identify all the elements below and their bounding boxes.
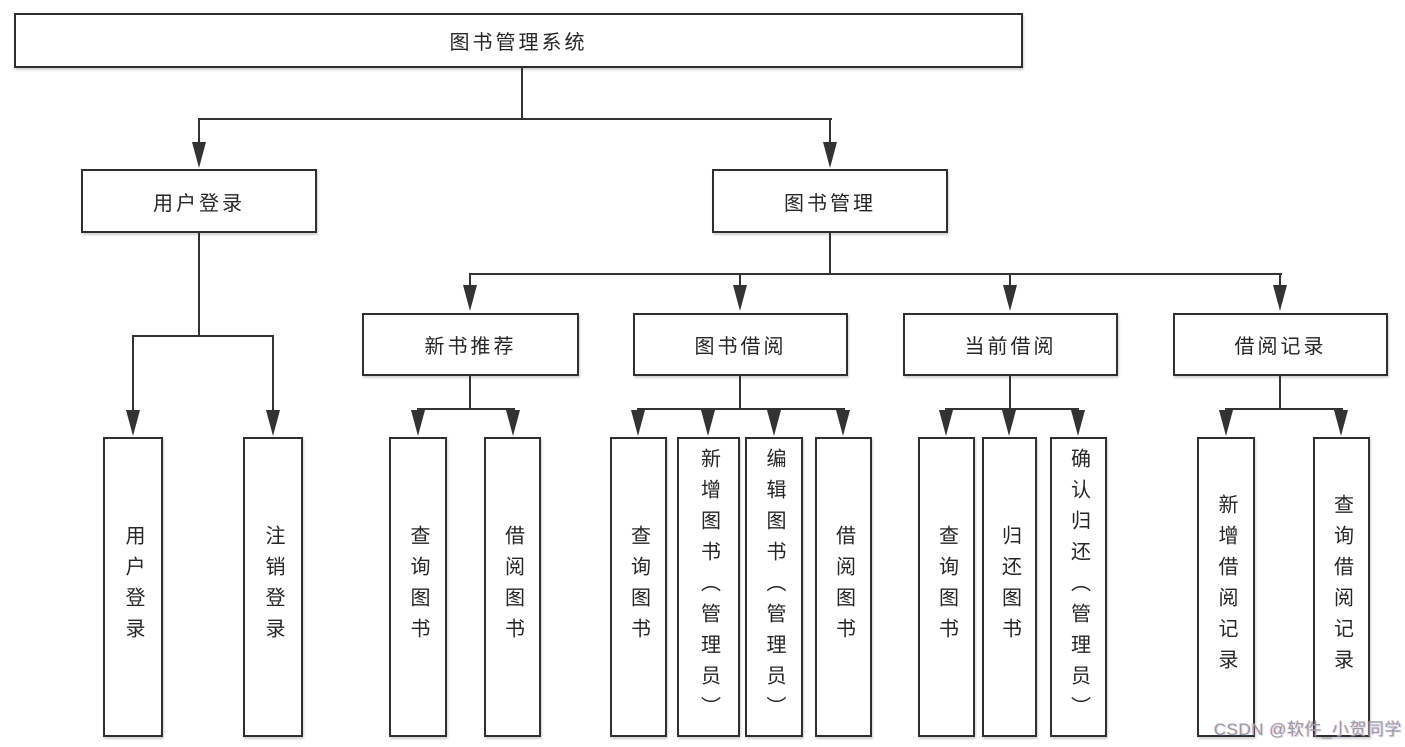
connector-level3-shaft	[469, 273, 471, 287]
leaf-current-query-books: 查询图书	[918, 437, 975, 737]
leaf-recommend-query-books-label: 查询图书	[407, 525, 429, 649]
node-book-management-label: 图书管理	[784, 192, 876, 215]
node-root: 图书管理系统	[14, 13, 1023, 68]
leaf-borrowing-edit-books-admin-label: 编辑图书（管理员）	[763, 447, 785, 727]
leaf-borrowing-query-books: 查询图书	[610, 437, 667, 737]
leaf-recommend-query-books: 查询图书	[389, 437, 447, 737]
arrow-down-icon	[767, 410, 781, 436]
leaf-logout-login-label: 注销登录	[262, 525, 284, 649]
leaf-borrowing-add-books-admin: 新增图书（管理员）	[677, 437, 740, 737]
arrow-down-icon	[939, 410, 953, 436]
leaf-borrowing-borrow-books: 借阅图书	[815, 437, 872, 737]
leaf-current-confirm-return-admin-label: 确认归还（管理员）	[1067, 447, 1090, 727]
arrow-down-icon	[701, 410, 715, 436]
connector-level1-right-shaft	[829, 118, 831, 146]
node-book-management: 图书管理	[712, 169, 948, 233]
connector-level3-shaft	[1009, 273, 1011, 287]
leaf-user-login: 用户登录	[103, 437, 163, 737]
arrow-down-icon	[823, 142, 837, 168]
leaf-user-login-label: 用户登录	[122, 525, 144, 649]
connector-recommend-horizontal	[417, 408, 515, 410]
connector-current-trunk	[1009, 375, 1011, 410]
arrow-down-icon	[192, 142, 206, 168]
leaf-current-return-books-label: 归还图书	[998, 525, 1021, 649]
node-new-book-recommend-label: 新书推荐	[424, 336, 517, 358]
connector-book-management-trunk	[829, 232, 831, 275]
connector-recommend-trunk	[469, 375, 471, 410]
connector-records-trunk	[1279, 375, 1281, 410]
arrow-down-icon	[411, 410, 425, 436]
arrow-down-icon	[1334, 410, 1348, 436]
arrow-down-icon	[733, 285, 747, 311]
leaf-records-add-record-label: 新增借阅记录	[1215, 494, 1237, 680]
arrow-down-icon	[463, 285, 477, 311]
node-book-borrowing: 图书借阅	[633, 313, 848, 376]
connector-user-login-right-shaft	[272, 335, 274, 412]
connector-level1-horizontal	[198, 118, 832, 120]
node-user-login-label: 用户登录	[153, 192, 245, 215]
arrow-down-icon	[1002, 410, 1016, 436]
arrow-down-icon	[1219, 410, 1233, 436]
arrow-down-icon	[631, 410, 645, 436]
leaf-recommend-borrow-books-label: 借阅图书	[501, 525, 524, 649]
leaf-current-confirm-return-admin: 确认归还（管理员）	[1050, 437, 1107, 737]
connector-user-login-left-shaft	[132, 335, 134, 412]
arrow-down-icon	[1003, 285, 1017, 311]
connector-user-login-horizontal	[132, 335, 274, 337]
csdn-watermark: CSDN @软件_小贺同学	[1213, 720, 1402, 739]
leaf-borrowing-add-books-admin-label: 新增图书（管理员）	[697, 447, 720, 727]
leaf-current-return-books: 归还图书	[982, 437, 1037, 737]
leaf-borrowing-edit-books-admin: 编辑图书（管理员）	[745, 437, 803, 737]
connector-level3-shaft	[739, 273, 741, 287]
arrow-down-icon	[1273, 285, 1287, 311]
connector-level1-left-shaft	[198, 118, 200, 146]
node-user-login: 用户登录	[81, 169, 317, 233]
leaf-borrowing-query-books-label: 查询图书	[627, 525, 650, 649]
arrow-down-icon	[126, 410, 140, 436]
arrow-down-icon	[1071, 410, 1085, 436]
arrow-down-icon	[836, 410, 850, 436]
node-book-borrowing-label: 图书借阅	[694, 336, 787, 358]
leaf-records-query-record-label: 查询借阅记录	[1330, 494, 1353, 680]
node-new-book-recommend: 新书推荐	[362, 313, 579, 376]
leaf-recommend-borrow-books: 借阅图书	[484, 437, 541, 737]
node-root-label: 图书管理系统	[449, 32, 588, 54]
connector-user-login-trunk	[198, 232, 200, 337]
connector-borrowing-horizontal	[637, 408, 845, 410]
leaf-current-query-books-label: 查询图书	[935, 525, 958, 649]
connector-level3-shaft	[1279, 273, 1281, 287]
leaf-logout-login: 注销登录	[243, 437, 303, 737]
connector-records-horizontal	[1225, 408, 1343, 410]
node-current-borrowing: 当前借阅	[903, 313, 1118, 376]
node-borrowing-records: 借阅记录	[1173, 313, 1388, 376]
leaf-borrowing-borrow-books-label: 借阅图书	[832, 525, 855, 649]
connector-level3-horizontal	[469, 273, 1282, 275]
connector-root-trunk	[521, 67, 523, 120]
node-current-borrowing-label: 当前借阅	[964, 336, 1057, 358]
leaf-records-query-record: 查询借阅记录	[1313, 437, 1370, 737]
connector-borrowing-trunk	[739, 375, 741, 410]
leaf-records-add-record: 新增借阅记录	[1197, 437, 1255, 737]
node-borrowing-records-label: 借阅记录	[1234, 336, 1327, 358]
arrow-down-icon	[506, 410, 520, 436]
connector-current-horizontal	[945, 408, 1079, 410]
arrow-down-icon	[266, 410, 280, 436]
